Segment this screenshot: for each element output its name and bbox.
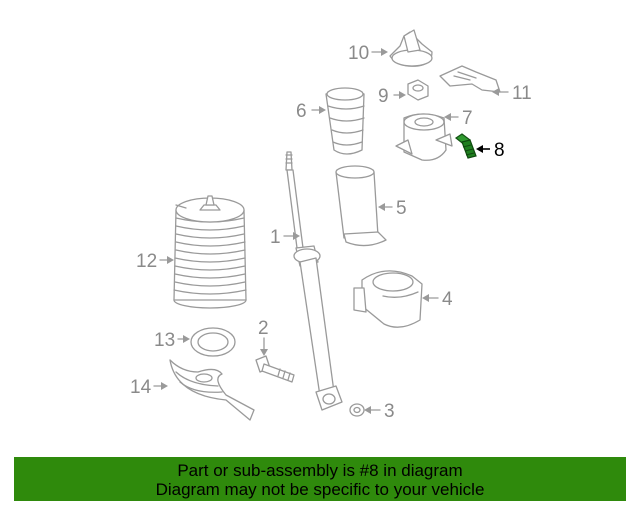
part-1-shock-absorber (285, 151, 343, 411)
callout-4: 4 (442, 289, 453, 310)
callout-2: 2 (258, 318, 269, 339)
part-8-bolt-highlighted (454, 133, 477, 159)
part-9-nut (407, 79, 429, 101)
callout-12: 12 (136, 251, 157, 272)
leader-lines (153, 48, 509, 414)
callout-5: 5 (396, 198, 407, 219)
callout-1: 1 (270, 227, 281, 248)
part-3-washer (349, 403, 365, 417)
part-4-lower-spring-seat (353, 270, 423, 328)
part-12-air-spring (173, 195, 247, 309)
part-11-bracket (439, 65, 501, 93)
callout-labels: 1 2 3 4 5 6 7 8 9 10 11 12 13 14 (130, 43, 532, 422)
part-7-upper-mount (395, 113, 453, 161)
callout-8: 8 (494, 140, 505, 161)
callout-6: 6 (296, 101, 307, 122)
parts-diagram: 1 2 3 4 5 6 7 8 9 10 11 12 13 14 (130, 29, 532, 422)
part-14-spring-seat (169, 359, 255, 421)
info-banner: Part or sub-assembly is #8 in diagram Di… (14, 457, 626, 501)
part-6-bump-stop (325, 87, 365, 155)
part-2-bolt (255, 355, 295, 383)
part-10-top-cap (389, 29, 433, 67)
callout-13: 13 (154, 330, 175, 351)
part-5-dust-boot (335, 165, 387, 247)
callout-7: 7 (462, 108, 473, 129)
callout-10: 10 (348, 43, 369, 64)
banner-line-2: Diagram may not be specific to your vehi… (155, 480, 485, 499)
callout-9: 9 (378, 86, 389, 107)
callout-3: 3 (384, 401, 395, 422)
part-13-insulator (190, 327, 236, 357)
banner-line-1: Part or sub-assembly is #8 in diagram (177, 461, 463, 480)
callout-11: 11 (512, 83, 532, 104)
callout-14: 14 (130, 377, 152, 398)
